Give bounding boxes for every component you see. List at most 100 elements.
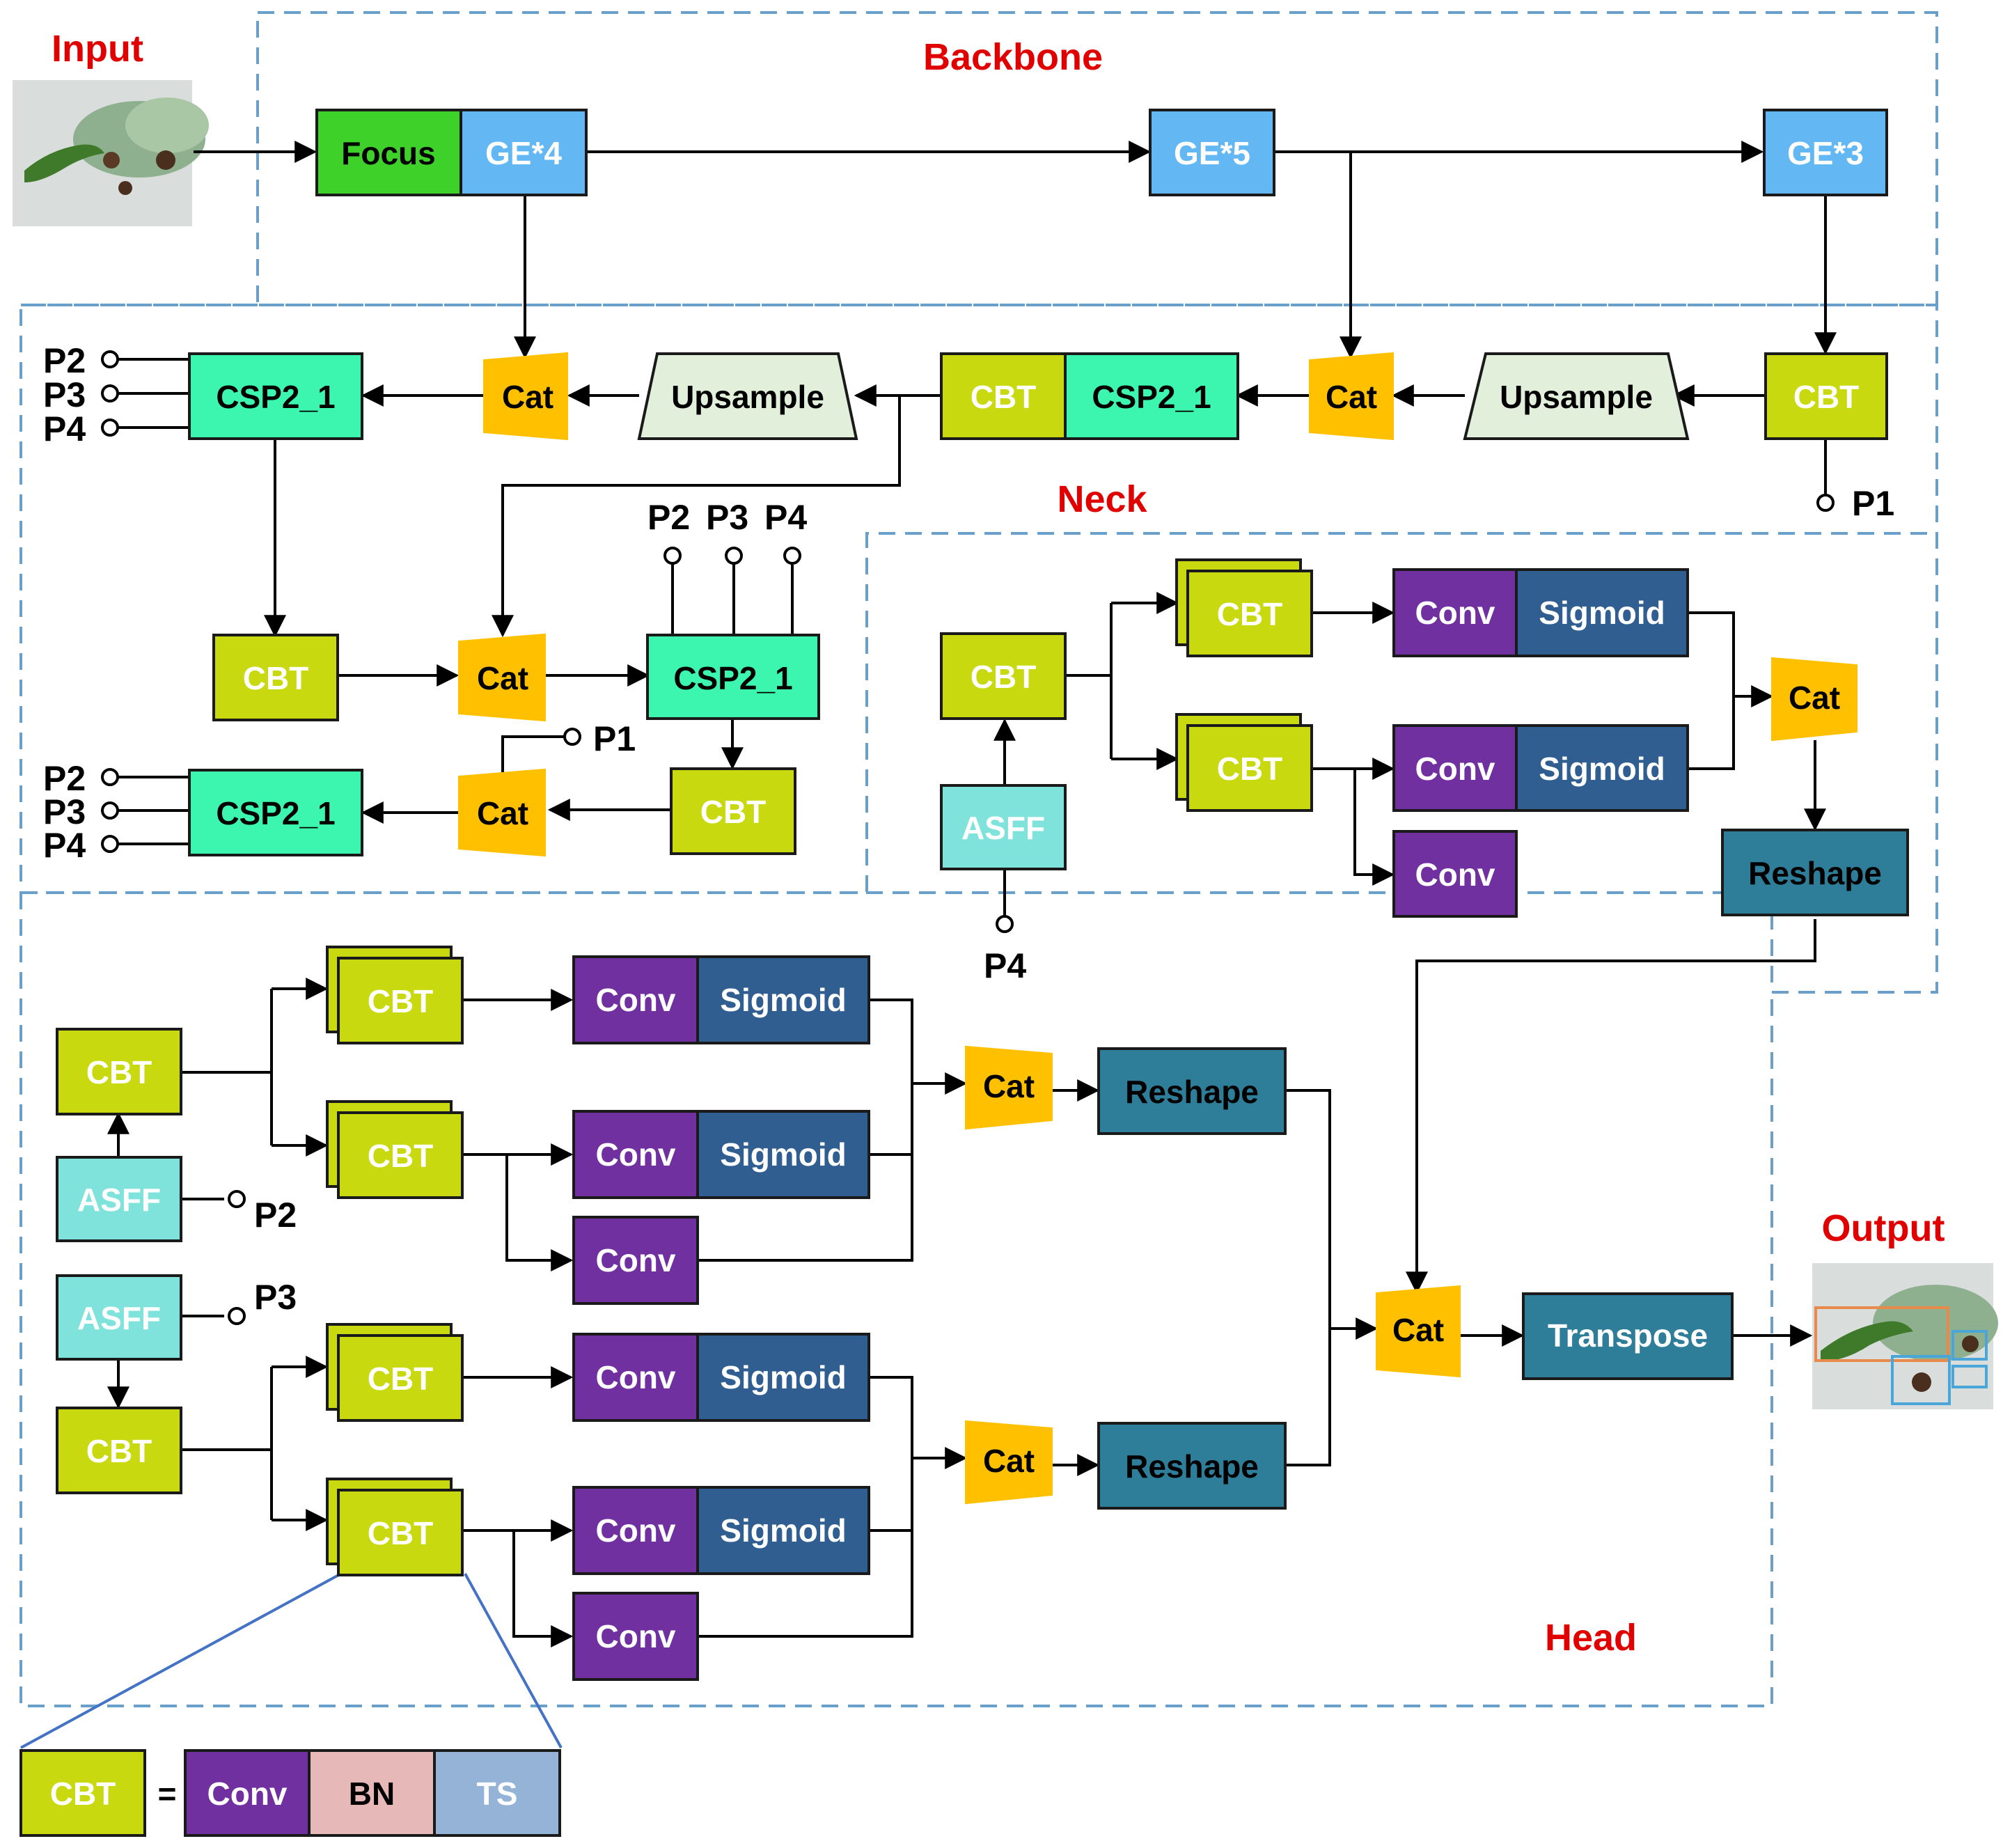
cbt-block: CBT (670, 767, 796, 855)
csp-block: CSP2_1 (1064, 352, 1239, 440)
p4-label: P4 (43, 826, 86, 865)
cbt-block: CBT (212, 634, 339, 721)
block-label: CSP2_1 (216, 379, 335, 415)
block-label: Cat (477, 795, 528, 831)
cat-block: Cat (458, 768, 546, 857)
cbt-stacked-block: CBT (326, 1100, 464, 1199)
block-label: ASFF (77, 1182, 161, 1218)
block-label: Sigmoid (720, 1136, 846, 1173)
legend-bn-label: BN (349, 1776, 395, 1812)
block-label: Focus (341, 135, 435, 171)
cbt-stacked-block: CBT (1175, 713, 1313, 812)
block-label: Upsample (1500, 379, 1653, 415)
block-label: ASFF (77, 1300, 161, 1336)
block-label: Cat (983, 1443, 1035, 1479)
output-title: Output (1822, 1207, 1945, 1249)
asff-block: ASFF (56, 1274, 182, 1361)
output-image (1812, 1263, 1998, 1409)
port-circles (101, 350, 1835, 1325)
ge4-block: GE*4 (459, 109, 588, 196)
ge3-block: GE*3 (1763, 109, 1888, 196)
block-label: CBT (368, 1361, 434, 1397)
cat-block: Cat (1376, 1285, 1461, 1378)
block-label: Reshape (1125, 1448, 1259, 1485)
cbt-block: CBT (56, 1407, 182, 1494)
cbt-stacked-block: CBT (326, 1323, 464, 1422)
block-label: Sigmoid (720, 1512, 846, 1549)
block-label: CBT (971, 659, 1037, 695)
head-title: Head (1545, 1617, 1637, 1659)
head-border (19, 893, 1773, 1707)
transpose-block: Transpose (1522, 1292, 1734, 1380)
focus-block: Focus (315, 109, 462, 196)
block-label: Cat (1789, 680, 1840, 716)
block-label: CBT (368, 1515, 434, 1551)
p3-label: P3 (43, 375, 86, 414)
conv-block: Conv (572, 1592, 699, 1681)
conv-block: Conv (1392, 568, 1518, 657)
p2-label: P2 (43, 341, 86, 380)
block-label: ASFF (961, 810, 1045, 846)
cbt-block: CBT (56, 1028, 182, 1115)
block-label: GE*4 (485, 135, 562, 171)
cbt-block: CBT (1764, 352, 1888, 440)
block-label: CBT (1217, 751, 1283, 787)
block-label: CBT (368, 1138, 434, 1174)
backbone-title: Backbone (923, 36, 1103, 78)
p2-label: P2 (254, 1196, 297, 1235)
conv-block: Conv (572, 1110, 699, 1199)
sigmoid-block: Sigmoid (696, 955, 870, 1044)
block-label: Conv (1415, 595, 1495, 631)
asff-block: ASFF (56, 1156, 182, 1242)
legend-cbt-label: CBT (50, 1776, 116, 1812)
block-label: CSP2_1 (216, 795, 335, 831)
block-label: Cat (502, 379, 553, 415)
block-label: Cat (477, 660, 528, 696)
conv-block: Conv (1392, 724, 1518, 812)
block-label: Sigmoid (1539, 751, 1665, 787)
reshape-block: Reshape (1097, 1047, 1287, 1135)
block-label: CBT (971, 379, 1037, 415)
block-label: GE*3 (1787, 135, 1864, 171)
cat-block: Cat (483, 352, 568, 441)
block-label: Conv (596, 1242, 676, 1278)
cbt-block: CBT (940, 632, 1067, 720)
sigmoid-block: Sigmoid (696, 1110, 870, 1199)
block-label: CBT (700, 794, 767, 830)
block-label: Cat (1392, 1312, 1444, 1348)
block-label: Sigmoid (720, 1359, 846, 1395)
block-label: CBT (368, 983, 434, 1019)
conv-block: Conv (572, 1333, 699, 1422)
conv-block: Conv (572, 1216, 699, 1305)
conv-block: Conv (1392, 830, 1518, 918)
block-label: Reshape (1748, 855, 1882, 891)
upsample-block: Upsample (637, 352, 858, 440)
section-borders (19, 11, 1938, 1707)
block-label: CSP2_1 (673, 660, 792, 696)
sigmoid-block: Sigmoid (1515, 724, 1689, 812)
block-label: Transpose (1548, 1317, 1708, 1354)
asff-block: ASFF (940, 784, 1067, 870)
block-label: Upsample (671, 379, 824, 415)
legend-equals: = (158, 1776, 177, 1812)
conv-block: Conv (572, 1486, 699, 1575)
ge5-block: GE*5 (1149, 109, 1275, 196)
p3-label: P3 (254, 1278, 297, 1317)
sigmoid-block: Sigmoid (696, 1333, 870, 1422)
block-label: Conv (596, 1512, 676, 1549)
cbt-stacked-block: CBT (1175, 558, 1313, 657)
cat-block: Cat (1309, 352, 1394, 441)
p1-label: P1 (593, 719, 636, 758)
block-label: Sigmoid (720, 982, 846, 1018)
csp-block: CSP2_1 (188, 352, 363, 440)
block-label: CBT (86, 1054, 152, 1090)
cat-block: Cat (965, 1045, 1053, 1130)
p2-label: P2 (43, 759, 86, 798)
block-label: Conv (596, 1618, 676, 1654)
reshape-block: Reshape (1097, 1422, 1287, 1510)
cbt-stacked-block: CBT (326, 1478, 464, 1576)
csp-block: CSP2_1 (646, 634, 820, 720)
p4-label: P4 (764, 498, 807, 537)
